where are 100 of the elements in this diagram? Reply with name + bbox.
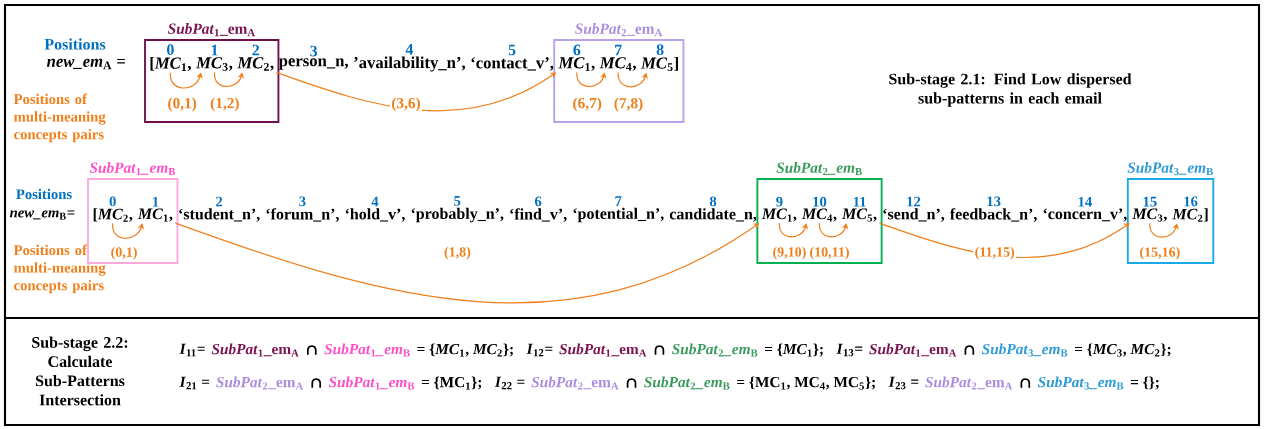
position-number: 10 — [813, 196, 827, 207]
position-number: 1 — [211, 44, 218, 56]
box-heading: SubPat$_{2}$_em$_{A}$ — [575, 23, 663, 37]
equation-term: SubPat$_{2}$_em$_{A}$ — [216, 376, 304, 390]
position-number: 11 — [853, 196, 866, 207]
position-number: 12 — [907, 196, 921, 207]
arrow — [617, 71, 648, 88]
edge-label: (3,6) — [390, 96, 422, 113]
equation-term: ∩ — [654, 345, 665, 355]
position-number: 4 — [371, 196, 379, 207]
equation-term: SubPat$_{1}$_em$_{B}$ — [328, 376, 415, 390]
token: ‘find_v’, — [510, 208, 567, 222]
position-number: 16 — [1184, 196, 1198, 207]
position-number: 7 — [615, 196, 622, 206]
equation-term: I$_{22}$ = — [494, 376, 525, 390]
edge-label: (9,10) — [771, 245, 808, 261]
arrow — [169, 72, 203, 89]
position-number: 6 — [573, 44, 581, 56]
equation-term: = {MC$_{1}$, MC$_{4}$, MC$_{5}$}; — [737, 376, 875, 390]
box-heading: SubPat$_{1}$_em$_{B}$ — [89, 162, 176, 176]
token: ’availability_n’, — [354, 56, 466, 72]
position-number: 14 — [1078, 196, 1092, 207]
edge-label: (0,1) — [109, 245, 139, 261]
edge-label: (6,7) — [571, 96, 604, 113]
equation-term: = {MC$_{3}$, MC$_{2}$}; — [1074, 343, 1171, 357]
equation-term: SubPat$_{2}$_em$_{A}$ — [925, 376, 1013, 390]
row-label: Positions — [44, 38, 106, 50]
arrow — [174, 222, 760, 304]
token: MC$_{1}$, — [558, 57, 595, 71]
token: MC$_{1}$, — [137, 208, 173, 222]
row-label: Positions of multi-meaning concepts pairs — [13, 93, 106, 143]
row-label: Positions — [16, 188, 72, 200]
token: feedback_n’, — [949, 208, 1037, 222]
equation-term: ∩ — [1020, 378, 1031, 388]
equation-term: SubPat$_{1}$_em$_{A}$ — [211, 343, 299, 357]
arrow — [1149, 222, 1179, 238]
equation-term: SubPat$_{2}$_em$_{B}$ — [644, 376, 730, 390]
equation-term: ∩ — [311, 378, 322, 388]
token: MC$_{4}$, — [599, 57, 636, 71]
equation-term: I$_{23}$ = — [888, 376, 919, 390]
position-number: 0 — [167, 44, 174, 56]
box-heading: SubPat$_{3}$_em$_{B}$ — [1127, 162, 1213, 176]
token: ‘probably_n’, — [411, 207, 504, 223]
position-number: 6 — [534, 196, 542, 207]
token: ‘hold_v’, — [345, 208, 405, 222]
caption-text: Sub-stage 2.1: Find Low dispersed sub-patterns in each email — [889, 73, 1132, 107]
token: ‘concern_v’, — [1043, 208, 1127, 222]
equation-term: = {MC$_{1}$}; — [421, 376, 482, 390]
token: ‘contact_v’, — [471, 57, 554, 71]
equation-term: ∩ — [964, 345, 975, 355]
sequence-name: new_em$_{B}$= — [9, 210, 75, 220]
token: person_n, — [278, 58, 348, 70]
position-number: 3 — [310, 45, 318, 57]
equation-term: SubPat$_{1}$_em$_{A}$ — [559, 343, 647, 357]
token: ‘student_n’, — [179, 208, 260, 222]
token: MC$_{2}$, — [237, 57, 274, 71]
position-number: 4 — [405, 44, 414, 55]
position-number: 8 — [656, 44, 664, 56]
position-number: 1 — [152, 196, 159, 207]
sequence-name: new_em$_{A}$ = — [46, 58, 125, 70]
position-number: 3 — [299, 196, 306, 207]
equation-term: = {MC$_{1}$}; — [765, 343, 823, 357]
equation-term: ∩ — [626, 378, 637, 388]
box-heading: SubPat$_{1}$_em$_{A}$ — [167, 23, 255, 37]
equation-term: SubPat$_{1}$_em$_{B}$ — [324, 343, 410, 357]
equation-term: = {MC$_{1}$, MC$_{2}$}; — [417, 343, 513, 357]
position-number: 5 — [508, 44, 516, 56]
equation-term: SubPat$_{1}$_em$_{A}$ — [869, 343, 957, 357]
token: MC$_{4}$, — [801, 208, 837, 222]
equation-term: SubPat$_{3}$_em$_{B}$ — [981, 343, 1068, 357]
equation-term: ∩ — [307, 345, 317, 355]
token: MC$_{1}$, — [761, 208, 797, 222]
position-number: 2 — [216, 196, 223, 207]
token: [MC$_{2}$, — [93, 208, 133, 222]
token: MC$_{3}$, — [1132, 208, 1167, 222]
equation-term: I$_{12}$= — [526, 343, 553, 357]
equation-term: = {}; — [1130, 376, 1159, 390]
token: MC$_{5}$] — [640, 56, 678, 72]
token: ‘potential_n’, — [573, 207, 664, 223]
token: MC$_{2}$] — [1172, 208, 1208, 222]
token: ‘send_n’, — [883, 208, 945, 222]
token: MC$_{3}$, — [195, 57, 233, 71]
equation-term: SubPat$_{2}$_em$_{A}$ — [531, 376, 619, 390]
box-heading: SubPat$_{2}$_em$_{B}$ — [776, 162, 862, 176]
position-number: 2 — [252, 44, 260, 56]
token: ‘forum_n’, — [266, 208, 339, 222]
equation-term: SubPat$_{2}$_em$_{B}$ — [672, 343, 758, 357]
position-number: 0 — [109, 196, 116, 207]
position-number: 5 — [454, 196, 461, 206]
equation-term: SubPat$_{3}$_em$_{B}$ — [1037, 376, 1124, 390]
edge-label: (15,16) — [1138, 245, 1182, 261]
edge-label: (1,8) — [442, 245, 473, 261]
token: [MC$_{1}$, — [150, 56, 191, 72]
position-number: 7 — [615, 44, 622, 56]
edge-label: (11,15) — [973, 245, 1017, 261]
caption-text: Sub-stage 2.2: Calculate Sub-Patterns Intersection — [32, 336, 128, 406]
equation-term: I$_{11}$= — [179, 343, 205, 357]
position-number: 15 — [1143, 196, 1157, 207]
edge-label: (10,11) — [808, 245, 851, 261]
edge-label: (7,8) — [612, 96, 645, 113]
